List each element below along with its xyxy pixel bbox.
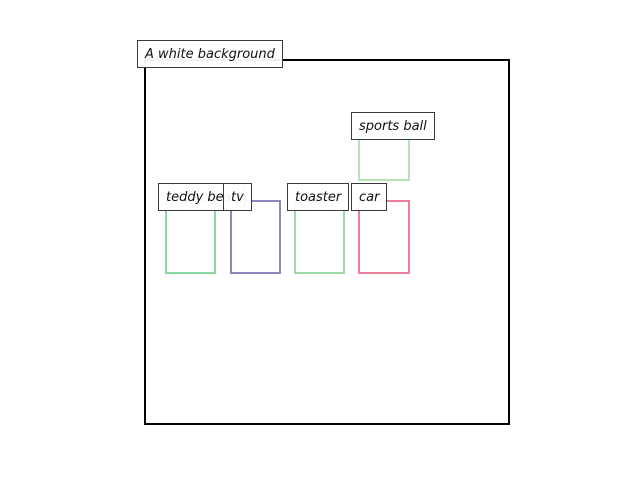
- scene-frame: [144, 59, 510, 425]
- teddy-bear-box: [165, 200, 216, 274]
- toaster-box: [294, 200, 345, 274]
- car-box: [358, 200, 410, 274]
- tv-box: [230, 200, 281, 274]
- background-caption: A white background: [137, 40, 283, 68]
- sports-ball-label: sports ball: [351, 112, 435, 140]
- toaster-label: toaster: [287, 183, 350, 211]
- tv-label: tv: [223, 183, 252, 211]
- car-label: car: [351, 183, 388, 211]
